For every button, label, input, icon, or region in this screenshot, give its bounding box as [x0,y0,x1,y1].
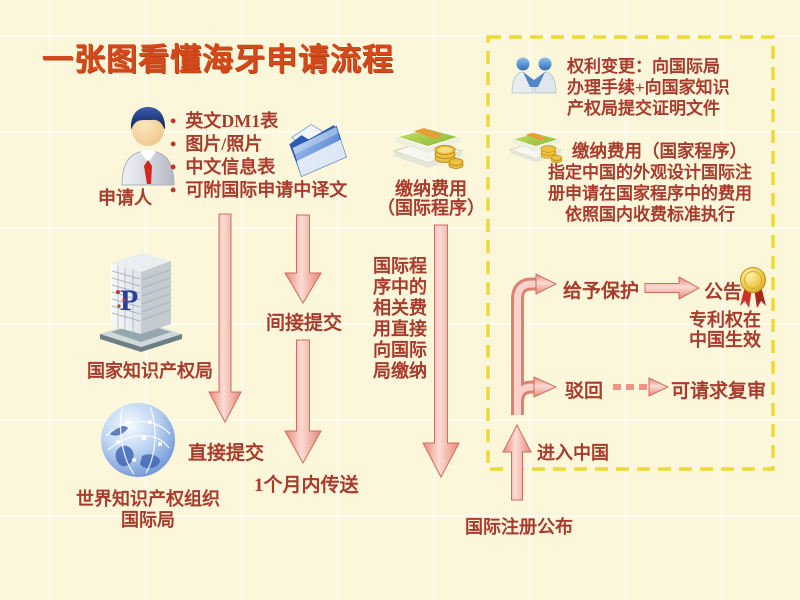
arrow-reject-to-review-head [648,377,670,397]
arrow-branch-reject-inner [514,383,535,403]
money-fees-intl-icon [392,127,464,169]
direct-submit-label: 直接提交 [188,443,265,464]
note-line: 用直接 [373,319,427,339]
wipo-label: 世界知识产权组织 国际局 [62,489,234,531]
fees-national-line: 指定中国的外观设计国际注 [548,163,752,182]
wipo-label-line2: 国际局 [121,510,175,530]
bullet-icon: • [170,157,177,177]
bullet-icon: • [170,134,177,154]
intl-publish-label: 国际注册公布 [465,517,573,537]
page-title: 一张图看懂海牙申请流程 [42,42,394,78]
application-documents-list: • 英文DM1表 • 图片/照片 • 中文信息表 • 可附国际申请中译文 [170,110,347,202]
announcement-label: 公告 [704,282,743,303]
grant-protection-label: 给予保护 [563,281,640,302]
list-item-label: 可附国际申请中译文 [185,180,348,200]
list-item: • 英文DM1表 [170,110,347,133]
rights-line: 权利变更：向国际局 [567,57,720,76]
list-item: • 图片/照片 [170,133,347,156]
fees-intl-label: 缴纳费用 （国际程序） [376,180,486,218]
folder-icon [289,123,347,178]
medal-icon [740,267,766,308]
list-item-label: 英文DM1表 [185,111,279,131]
arrow-grant-to-announce [644,276,701,300]
arrow-direct-submit [208,213,242,424]
applicant-label: 申请人 [98,188,152,208]
fees-intl-line1: 缴纳费用 [395,179,467,199]
patent-effect-text: 专利权在 中国生效 [680,310,770,350]
cnipa-building-icon: P [100,253,182,352]
arrow-transfer-1month [284,339,322,465]
list-item-label: 中文信息表 [185,157,276,177]
arrow-reject-head [533,376,558,398]
arrow-grant-head [535,273,558,295]
arrow-branch-stem-inner [514,280,537,415]
fees-national-text: 指定中国的外观设计国际注 册申请在国家程序中的费用 依照国内收费标准执行 [533,162,767,225]
list-item: • 可附国际申请中译文 [170,179,347,202]
fees-intl-line2: （国际程序） [377,198,485,218]
svg-text:P: P [120,284,138,317]
fees-national-title: 缴纳费用（国家程序） [572,141,747,161]
note-line: 向国际 [373,340,427,360]
fees-national-line: 依照国内收费标准执行 [565,205,735,224]
note-line: 序中的 [373,277,427,297]
arrow-enter-china [502,423,532,501]
arrow-fees-to-bureau [422,224,460,479]
effect-line2: 中国生效 [689,330,761,350]
bullet-icon: • [170,180,177,200]
wipo-globe-icon [101,403,175,477]
list-item: • 中文信息表 [170,156,347,179]
applicant-person-icon [121,107,175,186]
rights-change-text: 权利变更：向国际局 办理手续+向国家知识 产权局提交证明文件 [567,56,730,119]
china-phase-dashed-box [486,35,775,471]
reject-label: 驳回 [565,381,604,402]
note-line: 局缴纳 [373,361,427,381]
enter-china-label: 进入中国 [537,443,609,463]
note-line: 国际程 [373,256,427,276]
indirect-submit-label: 间接提交 [266,313,343,334]
fees-national-line: 册申请在国家程序中的费用 [548,184,752,203]
rights-line: 产权局提交证明文件 [567,99,720,118]
money-fees-national-icon [509,131,563,164]
request-review-label: 可请求复审 [671,381,767,402]
cnipa-label: 国家知识产权局 [87,361,213,381]
effect-line1: 专利权在 [689,310,761,330]
handshake-people-icon [511,57,557,94]
rights-line: 办理手续+向国家知识 [567,78,730,97]
fees-intl-note: 国际程 序中的 相关费 用直接 向国际 局缴纳 [373,256,431,382]
transfer-1month-label: 1个月内传送 [254,475,359,496]
arrow-indirect-submit [284,214,322,304]
wipo-label-line1: 世界知识产权组织 [76,489,220,509]
note-line: 相关费 [373,298,427,318]
list-item-label: 图片/照片 [185,134,263,154]
bullet-icon: • [170,111,177,131]
